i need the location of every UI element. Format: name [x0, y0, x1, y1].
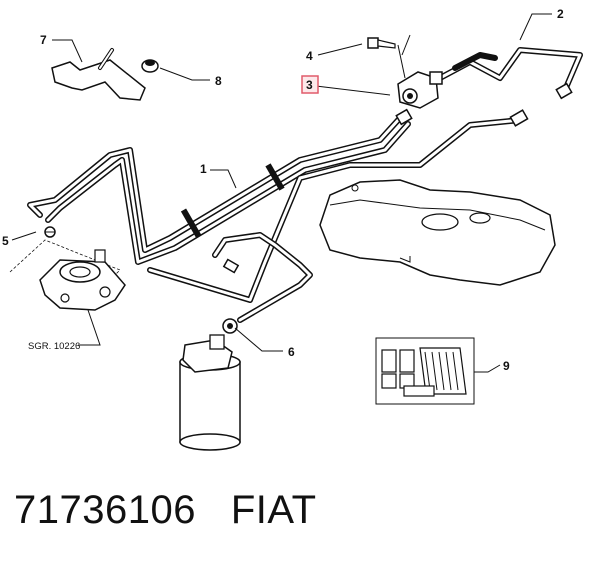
- filter-kit: [375, 337, 475, 405]
- filter-line: [212, 232, 313, 323]
- callout-2: 2: [557, 7, 564, 21]
- bracket-part: [51, 48, 146, 101]
- callout-7: 7: [40, 33, 47, 47]
- fuel-line-bundle: [27, 115, 523, 303]
- reference-label: SGR. 10226: [28, 341, 80, 352]
- clip-part: [44, 226, 56, 238]
- part-number: 71736106: [14, 488, 196, 532]
- fuel-tank: [319, 179, 556, 286]
- leader-lines: [11, 13, 552, 373]
- bolt-part: [367, 37, 396, 49]
- nut-part: [141, 59, 159, 73]
- callout-5: 5: [2, 234, 9, 248]
- callout-4: 4: [306, 49, 313, 63]
- fuel-filter: [179, 318, 241, 451]
- callout-9: 9: [503, 359, 510, 373]
- fuel-line-2: [395, 47, 583, 127]
- callout-8: 8: [215, 74, 222, 88]
- callout-6: 6: [288, 345, 295, 359]
- callout-3: 3: [306, 78, 313, 92]
- carburettor: [9, 239, 126, 311]
- brand-name: FIAT: [230, 488, 317, 532]
- callout-3-highlight: [301, 75, 319, 94]
- callout-1: 1: [200, 162, 207, 176]
- part-number-caption: 71736106 FIAT: [14, 488, 317, 533]
- fuel-valve: [397, 34, 443, 109]
